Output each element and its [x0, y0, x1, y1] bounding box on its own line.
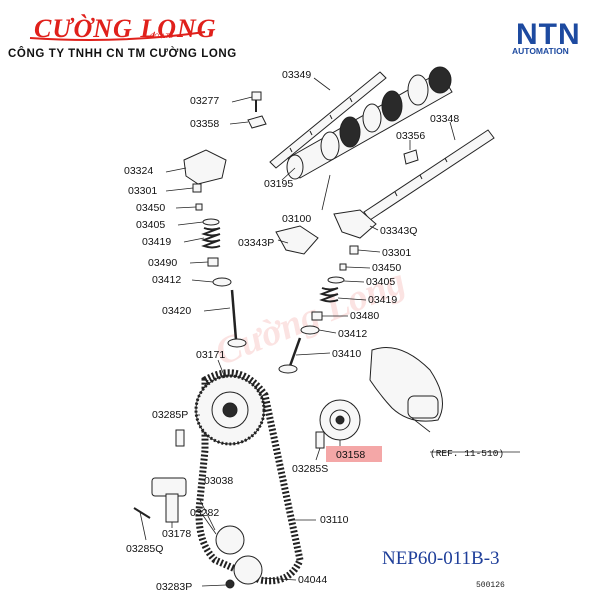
cap-03358: [247, 115, 267, 129]
company-name: CÔNG TY TNHH CN TM CƯỜNG LONG: [8, 48, 237, 60]
leader-lines: [139, 77, 520, 587]
callout-03301-left: 03301: [128, 185, 157, 197]
callout-03178: 03178: [162, 528, 191, 540]
bolt-03285q: [133, 507, 151, 519]
callout-03171: 03171: [196, 349, 225, 361]
callout-03412-right: 03412: [338, 328, 367, 340]
cap-03356: [403, 149, 419, 165]
crank-sprocket-04044: [233, 555, 263, 585]
callout-03110: 03110: [320, 514, 349, 526]
brand-logo: CƯỜNG LONG: [34, 14, 217, 43]
callout-03301-right: 03301: [382, 247, 411, 259]
camshaft: [286, 66, 453, 180]
drawing-id: 500126: [476, 581, 505, 590]
callout-03285s: 03285S: [292, 463, 328, 475]
callout-03195: 03195: [264, 178, 293, 190]
callout-03490: 03490: [148, 257, 177, 269]
callout-03349: 03349: [282, 69, 311, 81]
callout-03356: 03356: [396, 130, 425, 142]
bolt-03285s: [315, 431, 325, 449]
crank-sprocket-03282: [215, 525, 245, 555]
rocker-arm-03343p: [275, 225, 319, 255]
camshaft-sprocket: [194, 374, 266, 446]
callout-03420: 03420: [162, 305, 191, 317]
left-valve-train: [192, 183, 247, 348]
callout-03285p: 03285P: [152, 409, 188, 421]
callout-03100: 03100: [282, 213, 311, 225]
callout-03282: 03282: [190, 507, 219, 519]
tensioner-pulley: [319, 399, 361, 441]
callout-03412-left: 03412: [152, 274, 181, 286]
bolt-03277: [251, 91, 262, 112]
rocker-arm-03343q: [333, 209, 377, 239]
rocker-arm-03324: [183, 149, 227, 185]
callout-03480: 03480: [350, 310, 379, 322]
callout-03419-left: 03419: [142, 236, 171, 248]
callout-03283p: 03283P: [156, 581, 192, 593]
ntn-logo: NTN: [516, 18, 581, 51]
callout-03038: 03038: [204, 475, 233, 487]
callout-03405-left: 03405: [136, 219, 165, 231]
callout-03410: 03410: [332, 348, 361, 360]
rocker-shaft-upper: [269, 71, 387, 169]
part-number: NEP60-011B-3: [382, 548, 500, 569]
bolt-03285p: [175, 429, 185, 447]
callout-03450-right: 03450: [372, 262, 401, 274]
callout-03343p: 03343P: [238, 237, 274, 249]
rocker-shaft-right: [363, 129, 495, 221]
callout-03450-left: 03450: [136, 202, 165, 214]
callout-03277: 03277: [190, 95, 219, 107]
callout-ref: (REF. 11-510): [430, 448, 504, 459]
callout-03405-right: 03405: [366, 276, 395, 288]
callout-03324: 03324: [124, 165, 153, 177]
callout-04044: 04044: [298, 574, 327, 586]
auto-tensioner: [151, 477, 187, 523]
bolt-03283p: [225, 579, 235, 589]
callout-03343q: 03343Q: [380, 225, 417, 237]
callout-03358: 03358: [190, 118, 219, 130]
callout-03285q: 03285Q: [126, 543, 163, 555]
highlight-03158: [326, 446, 382, 462]
ntn-subtitle: AUTOMATION: [512, 46, 569, 56]
callout-03419-right: 03419: [368, 294, 397, 306]
tool-illustration: [407, 395, 439, 419]
callout-03158: 03158: [336, 449, 365, 461]
callout-03348: 03348: [430, 113, 459, 125]
timing-belt: [195, 369, 304, 585]
brand-swoosh: [29, 31, 206, 41]
